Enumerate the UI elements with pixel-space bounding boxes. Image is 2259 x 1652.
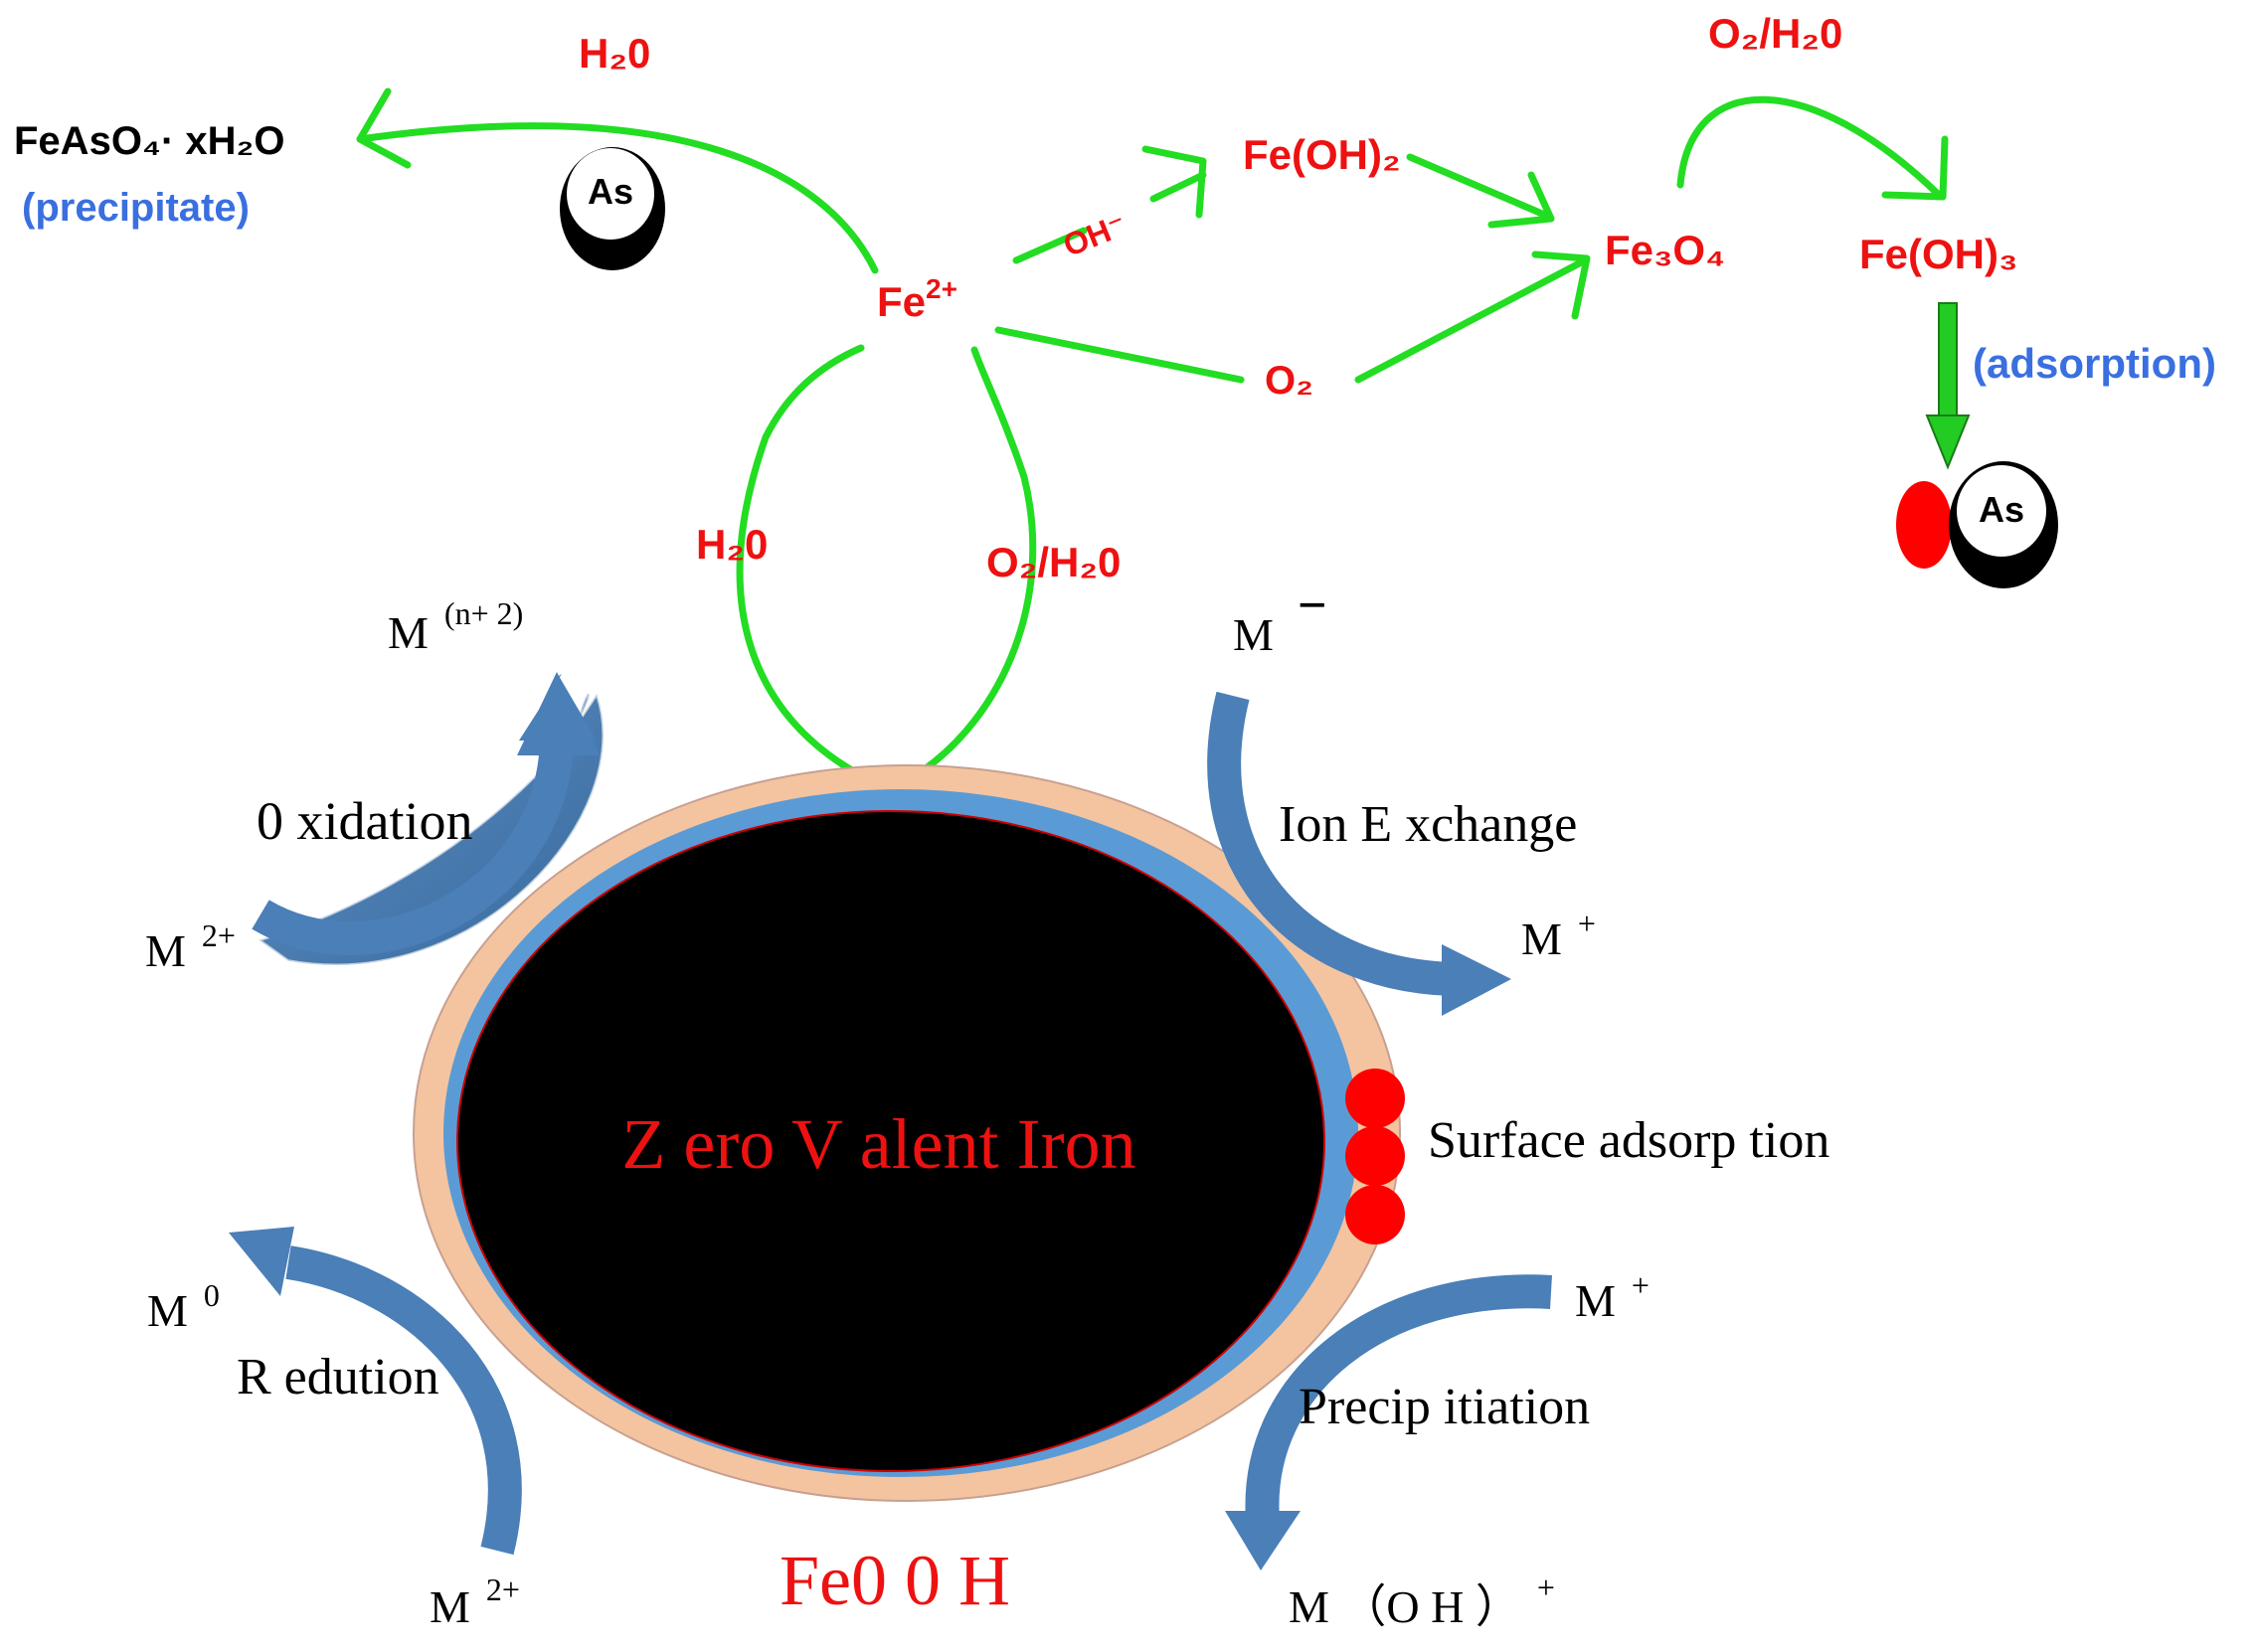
reduction-curve (285, 1245, 522, 1556)
label-precipitate: (precipitate) (22, 186, 250, 230)
arrow-fe3o4-to-feoh3 (1676, 95, 1943, 199)
ion-exchange-reactant: M− (1233, 578, 1327, 660)
precipitation-curve (1245, 1274, 1552, 1523)
particle-labels: Z ero V alent Iron Fe0 0 H (621, 1104, 1135, 1620)
label-h2o-top: H₂0 (579, 30, 650, 77)
label-h2o-left: H₂0 (696, 521, 768, 568)
as-ball-adsorbed-icon: As (1896, 461, 2058, 588)
adsorption-arrow (1925, 302, 1971, 470)
label-feoh2: Fe(OH)₂ (1243, 131, 1401, 178)
ion-exchange-label: Ion E xchange (1279, 796, 1577, 853)
label-o2-h2o-top: O₂/H₂0 (1708, 10, 1842, 57)
label-oh-minus: OH⁻ (1058, 206, 1131, 263)
arrowhead-feoh3 (1881, 135, 1949, 201)
arrow-fe-to-precipitate (356, 122, 879, 274)
as-adsorbed-label: As (1979, 489, 2024, 530)
label-shell: Fe0 0 H (780, 1541, 1010, 1620)
oxidation-label: 0 xidation (257, 791, 472, 851)
precipitation-arrowhead (1225, 1511, 1301, 1570)
arrow-o2-to-fe3o4 (1354, 256, 1589, 384)
label-feoh3: Fe(OH)₃ (1859, 231, 2017, 277)
ion-exchange-arrowhead (1442, 944, 1511, 1016)
arrowhead-feoh2 (1141, 145, 1207, 219)
zvi-particle (413, 764, 1401, 1502)
label-precipitate-formula: FeAsO₄· xH₂O (14, 119, 284, 163)
label-adsorption: (adsorption) (1973, 340, 2216, 387)
precipitation-label: Precip itiation (1299, 1379, 1590, 1435)
label-fe2plus: Fe2+ (877, 273, 957, 325)
oxidation-product: M(n+ 2) (388, 595, 523, 658)
label-core: Z ero V alent Iron (621, 1104, 1135, 1184)
arrow-feoh2-to-fe3o4 (1406, 153, 1553, 221)
surface-adsorption-label: Surface adsorp tion (1428, 1112, 1829, 1169)
ion-exchange-product: M+ (1521, 906, 1596, 964)
as-ball-label: As (588, 171, 633, 212)
arrowhead-fe3o4-bottom (1531, 250, 1591, 320)
precipitation-reactant: M+ (1575, 1267, 1650, 1326)
precipitation-product: M （O H ）+ (1289, 1569, 1555, 1632)
iron-cycle-arrows (356, 87, 1949, 777)
reduction-arrowhead (229, 1227, 294, 1296)
mechanism-arrows (229, 672, 1552, 1570)
label-o2-h2o-right: O₂/H₂0 (986, 539, 1121, 585)
label-o2: O₂ (1265, 359, 1313, 403)
iron-core (456, 810, 1325, 1472)
oxidation-arrowhead (517, 672, 601, 755)
label-fe3o4: Fe₃O₄ (1605, 227, 1725, 273)
arrowhead-fe3o4-top (1487, 171, 1555, 229)
arrow-fe-to-feoh2 (1012, 227, 1088, 264)
ion-exchange-curve (1207, 691, 1453, 996)
iron-cycle-labels: H₂0 FeAsO₄· xH₂O (precipitate) Fe2+ OH⁻ … (14, 10, 2216, 585)
reduction-label: R edution (237, 1349, 439, 1405)
arc-o2-h2o-right (915, 346, 1037, 777)
as-ball-icon: As (560, 147, 665, 270)
adsorbed-dots (1345, 1069, 1405, 1244)
arrowhead-precipitate (356, 87, 412, 169)
arc-h2o-left (736, 344, 865, 777)
arrow-oh-to-feoh2 (1149, 171, 1207, 203)
arrow-fe-to-o2 (994, 326, 1245, 384)
oxidation-curve (252, 735, 574, 955)
